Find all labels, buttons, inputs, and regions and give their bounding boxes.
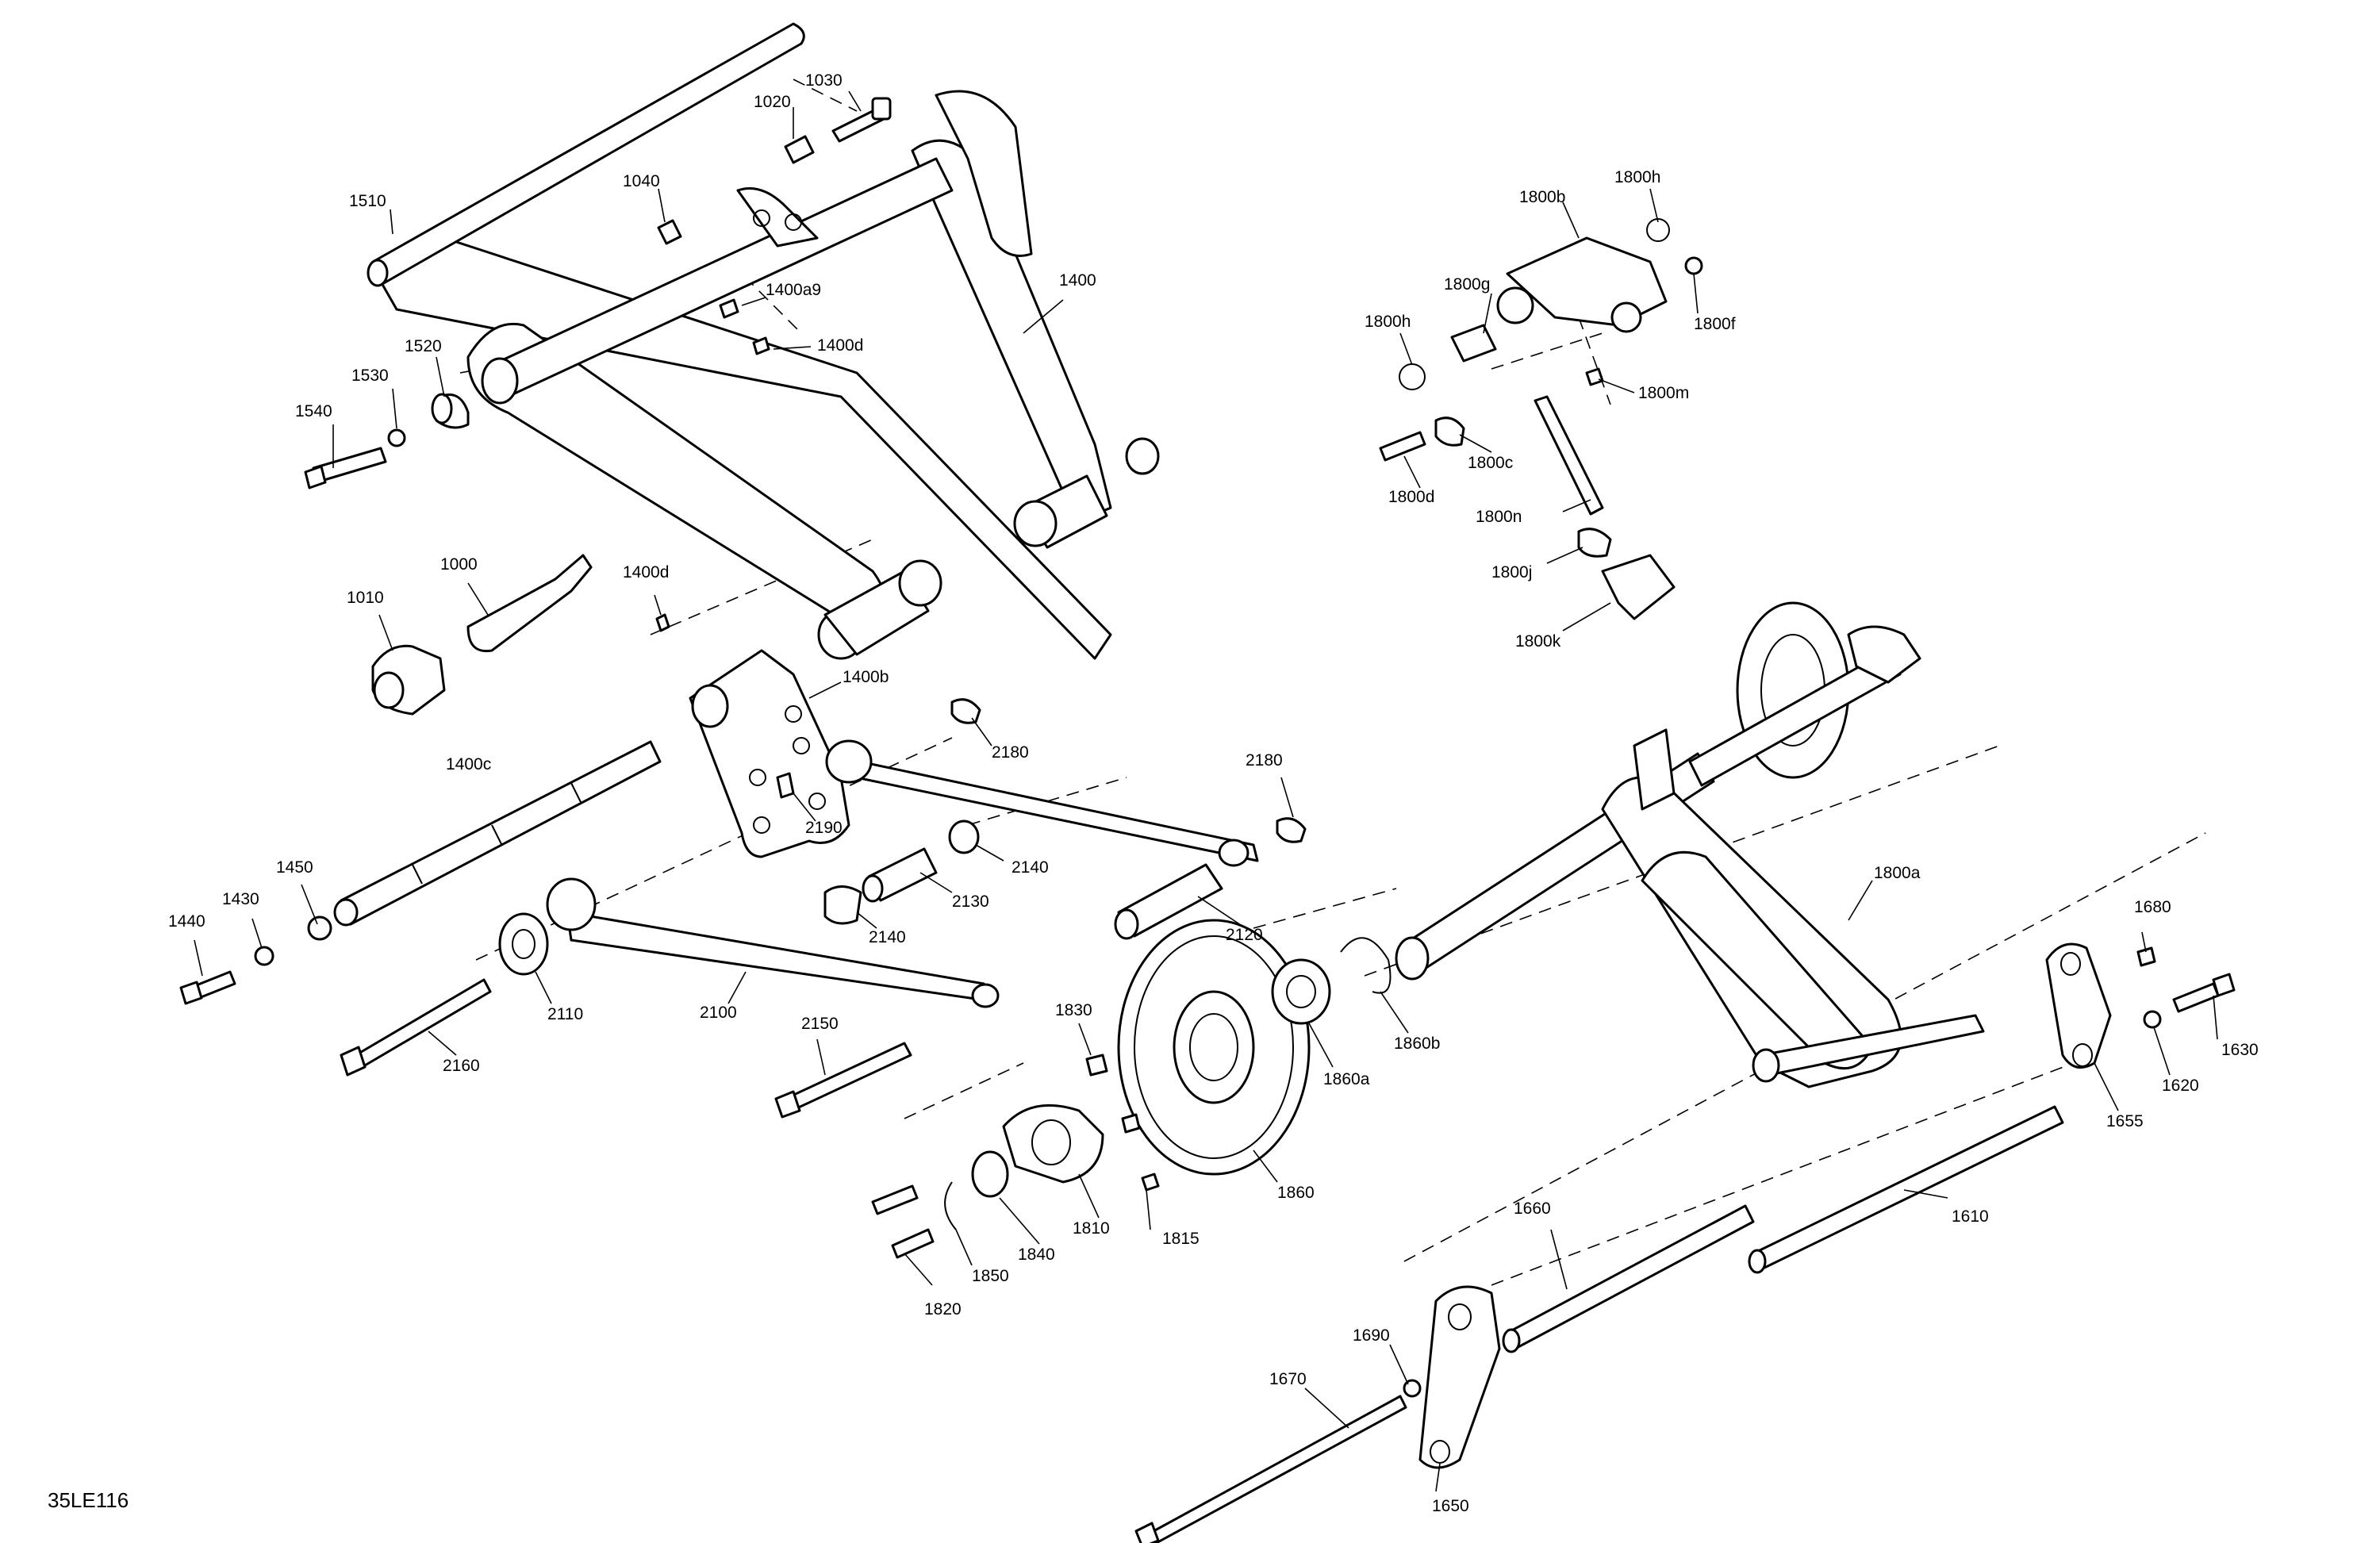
shaft-1400c — [333, 740, 662, 927]
callout-1840: 1840 — [1018, 1246, 1055, 1264]
callout-2110: 2110 — [547, 1005, 583, 1023]
callout-1400a9: 1400a9 — [766, 281, 821, 299]
callout-1810: 1810 — [1073, 1219, 1110, 1238]
arm-1650-bolt-1670 — [1134, 1285, 1501, 1543]
callout-1520: 1520 — [405, 337, 442, 355]
callout-2140-a: 2140 — [1012, 858, 1049, 877]
callout-1020: 1020 — [754, 93, 791, 111]
plate-1400b — [689, 649, 850, 858]
hardware-1020-1030-1040 — [657, 97, 892, 355]
callout-1815: 1815 — [1162, 1230, 1200, 1248]
callout-1800c: 1800c — [1468, 454, 1513, 472]
bolt-1440-washers-1430-1450 — [179, 915, 332, 1005]
callout-1800h-b: 1800h — [1365, 313, 1411, 331]
callout-1800d: 1800d — [1388, 488, 1434, 506]
upper-arm-1400 — [379, 90, 1160, 660]
spacers-2120-2130-2140 — [823, 819, 1223, 940]
wheel-1860 — [1117, 919, 1311, 1176]
rear-axle-1800a — [1395, 601, 1985, 1088]
callout-1430: 1430 — [222, 890, 259, 908]
callout-1800b: 1800b — [1519, 188, 1565, 206]
bearing-1860a-clip-1860b — [1271, 937, 1392, 1025]
callout-1680: 1680 — [2134, 898, 2171, 916]
callout-1800g: 1800g — [1444, 275, 1490, 294]
callout-1030: 1030 — [805, 71, 843, 90]
leader-lines — [194, 90, 2218, 1492]
callout-2140-b: 2140 — [869, 928, 906, 946]
bolt-2150 — [774, 1042, 912, 1119]
shafts-1610-1660 — [1502, 1105, 2064, 1353]
bolt-washer-bushing-1520-1540 — [304, 393, 470, 489]
callout-1610: 1610 — [1952, 1207, 1989, 1226]
callout-1540: 1540 — [295, 402, 332, 420]
callout-1800h-a: 1800h — [1614, 168, 1660, 186]
link-rod-upper — [776, 698, 1307, 867]
callout-1860a: 1860a — [1323, 1070, 1370, 1088]
callout-1655: 1655 — [2106, 1112, 2144, 1130]
bearing-housing-1810-group — [871, 1054, 1160, 1259]
callout-2180-b: 2180 — [1246, 751, 1283, 770]
callout-2150: 2150 — [801, 1015, 839, 1033]
callout-1800n: 1800n — [1476, 508, 1522, 526]
callout-2130: 2130 — [952, 892, 989, 911]
callout-1690: 1690 — [1353, 1326, 1390, 1345]
callout-2120: 2120 — [1226, 926, 1263, 944]
callout-1400b: 1400b — [843, 668, 889, 686]
callout-1650: 1650 — [1432, 1497, 1469, 1515]
callout-1660: 1660 — [1514, 1199, 1551, 1218]
callout-1850: 1850 — [972, 1267, 1009, 1285]
callout-1400: 1400 — [1059, 271, 1096, 290]
callout-1620: 1620 — [2162, 1077, 2199, 1095]
bolt-2160 — [340, 978, 492, 1077]
callout-2100: 2100 — [700, 1004, 737, 1022]
callout-1040: 1040 — [623, 172, 660, 190]
drawing-id: 35LE116 — [48, 1488, 129, 1512]
callout-1000: 1000 — [440, 555, 478, 574]
callout-2190: 2190 — [805, 819, 843, 837]
tube-1510 — [367, 22, 805, 287]
callout-1400c: 1400c — [446, 755, 491, 773]
arm-1655-hardware — [2045, 942, 2236, 1069]
callout-1800f: 1800f — [1694, 315, 1736, 333]
callout-1510: 1510 — [349, 192, 386, 210]
callout-1830: 1830 — [1055, 1001, 1092, 1019]
callout-1440: 1440 — [168, 912, 205, 931]
brackets-1000-1010 — [371, 554, 670, 716]
hub-2110 — [498, 912, 549, 976]
callout-2160: 2160 — [443, 1057, 480, 1075]
callout-1800j: 1800j — [1491, 563, 1532, 582]
callout-2180-a: 2180 — [992, 743, 1029, 762]
callout-1450: 1450 — [276, 858, 313, 877]
callout-1800k: 1800k — [1515, 632, 1561, 651]
callout-1400d-mid: 1400d — [623, 563, 669, 582]
callout-labels: 1510 1020 1030 1040 1400 1400a9 1400d 15… — [48, 71, 2259, 1515]
callout-1800a: 1800a — [1874, 864, 1921, 882]
bracket-1800b-group — [1379, 218, 1703, 620]
callout-1670: 1670 — [1269, 1370, 1307, 1388]
callout-1800m: 1800m — [1638, 384, 1689, 402]
callout-1630: 1630 — [2221, 1041, 2259, 1059]
callout-1010: 1010 — [347, 589, 384, 607]
link-arm-2100 — [546, 877, 1000, 1008]
callout-1820: 1820 — [924, 1300, 962, 1318]
callout-1530: 1530 — [351, 367, 389, 385]
callout-1860: 1860 — [1277, 1184, 1315, 1202]
callout-1860b: 1860b — [1394, 1034, 1440, 1053]
callout-1400d-top: 1400d — [817, 336, 863, 355]
